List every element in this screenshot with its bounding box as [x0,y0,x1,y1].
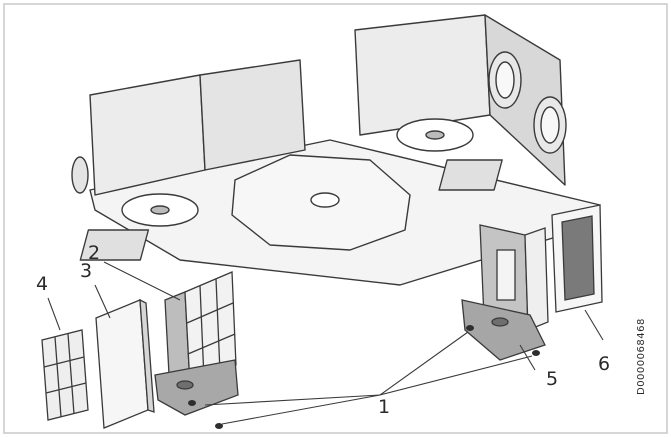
heat-exchanger-knob [310,192,340,208]
part-1-plugs [188,325,540,429]
part-6-filter-panel [551,204,603,313]
plug-1d [532,350,540,356]
callout-2: 2 [88,242,101,264]
part-2-filter-holder [154,271,239,416]
plug-1a [188,400,196,406]
part-3-filter-panel [95,298,155,429]
callout-3: 3 [80,260,93,282]
part-5-filter-holder [461,224,549,361]
callout-5: 5 [546,368,559,390]
callout-6: 6 [598,353,611,375]
unit-box-middle [199,59,306,171]
document-id-label: D0000068468 [636,318,647,395]
plug-1b [215,423,223,429]
figure-border [3,3,668,434]
unit-box-right [354,14,491,136]
duct-port-lower-inner [540,106,560,144]
part-4-grid-filter [41,329,89,421]
ventilation-unit [71,14,601,286]
filter-slot-right [438,159,503,191]
fan-hub-right [425,130,445,140]
callout-1: 1 [378,396,391,418]
duct-port-upper-inner [495,61,515,99]
callout-4: 4 [36,273,49,295]
plug-1c [466,325,474,331]
filter-slot-left [79,229,150,261]
fan-hub-left [150,205,170,215]
leader-lines [47,261,604,425]
duct-stub-left [71,156,89,194]
